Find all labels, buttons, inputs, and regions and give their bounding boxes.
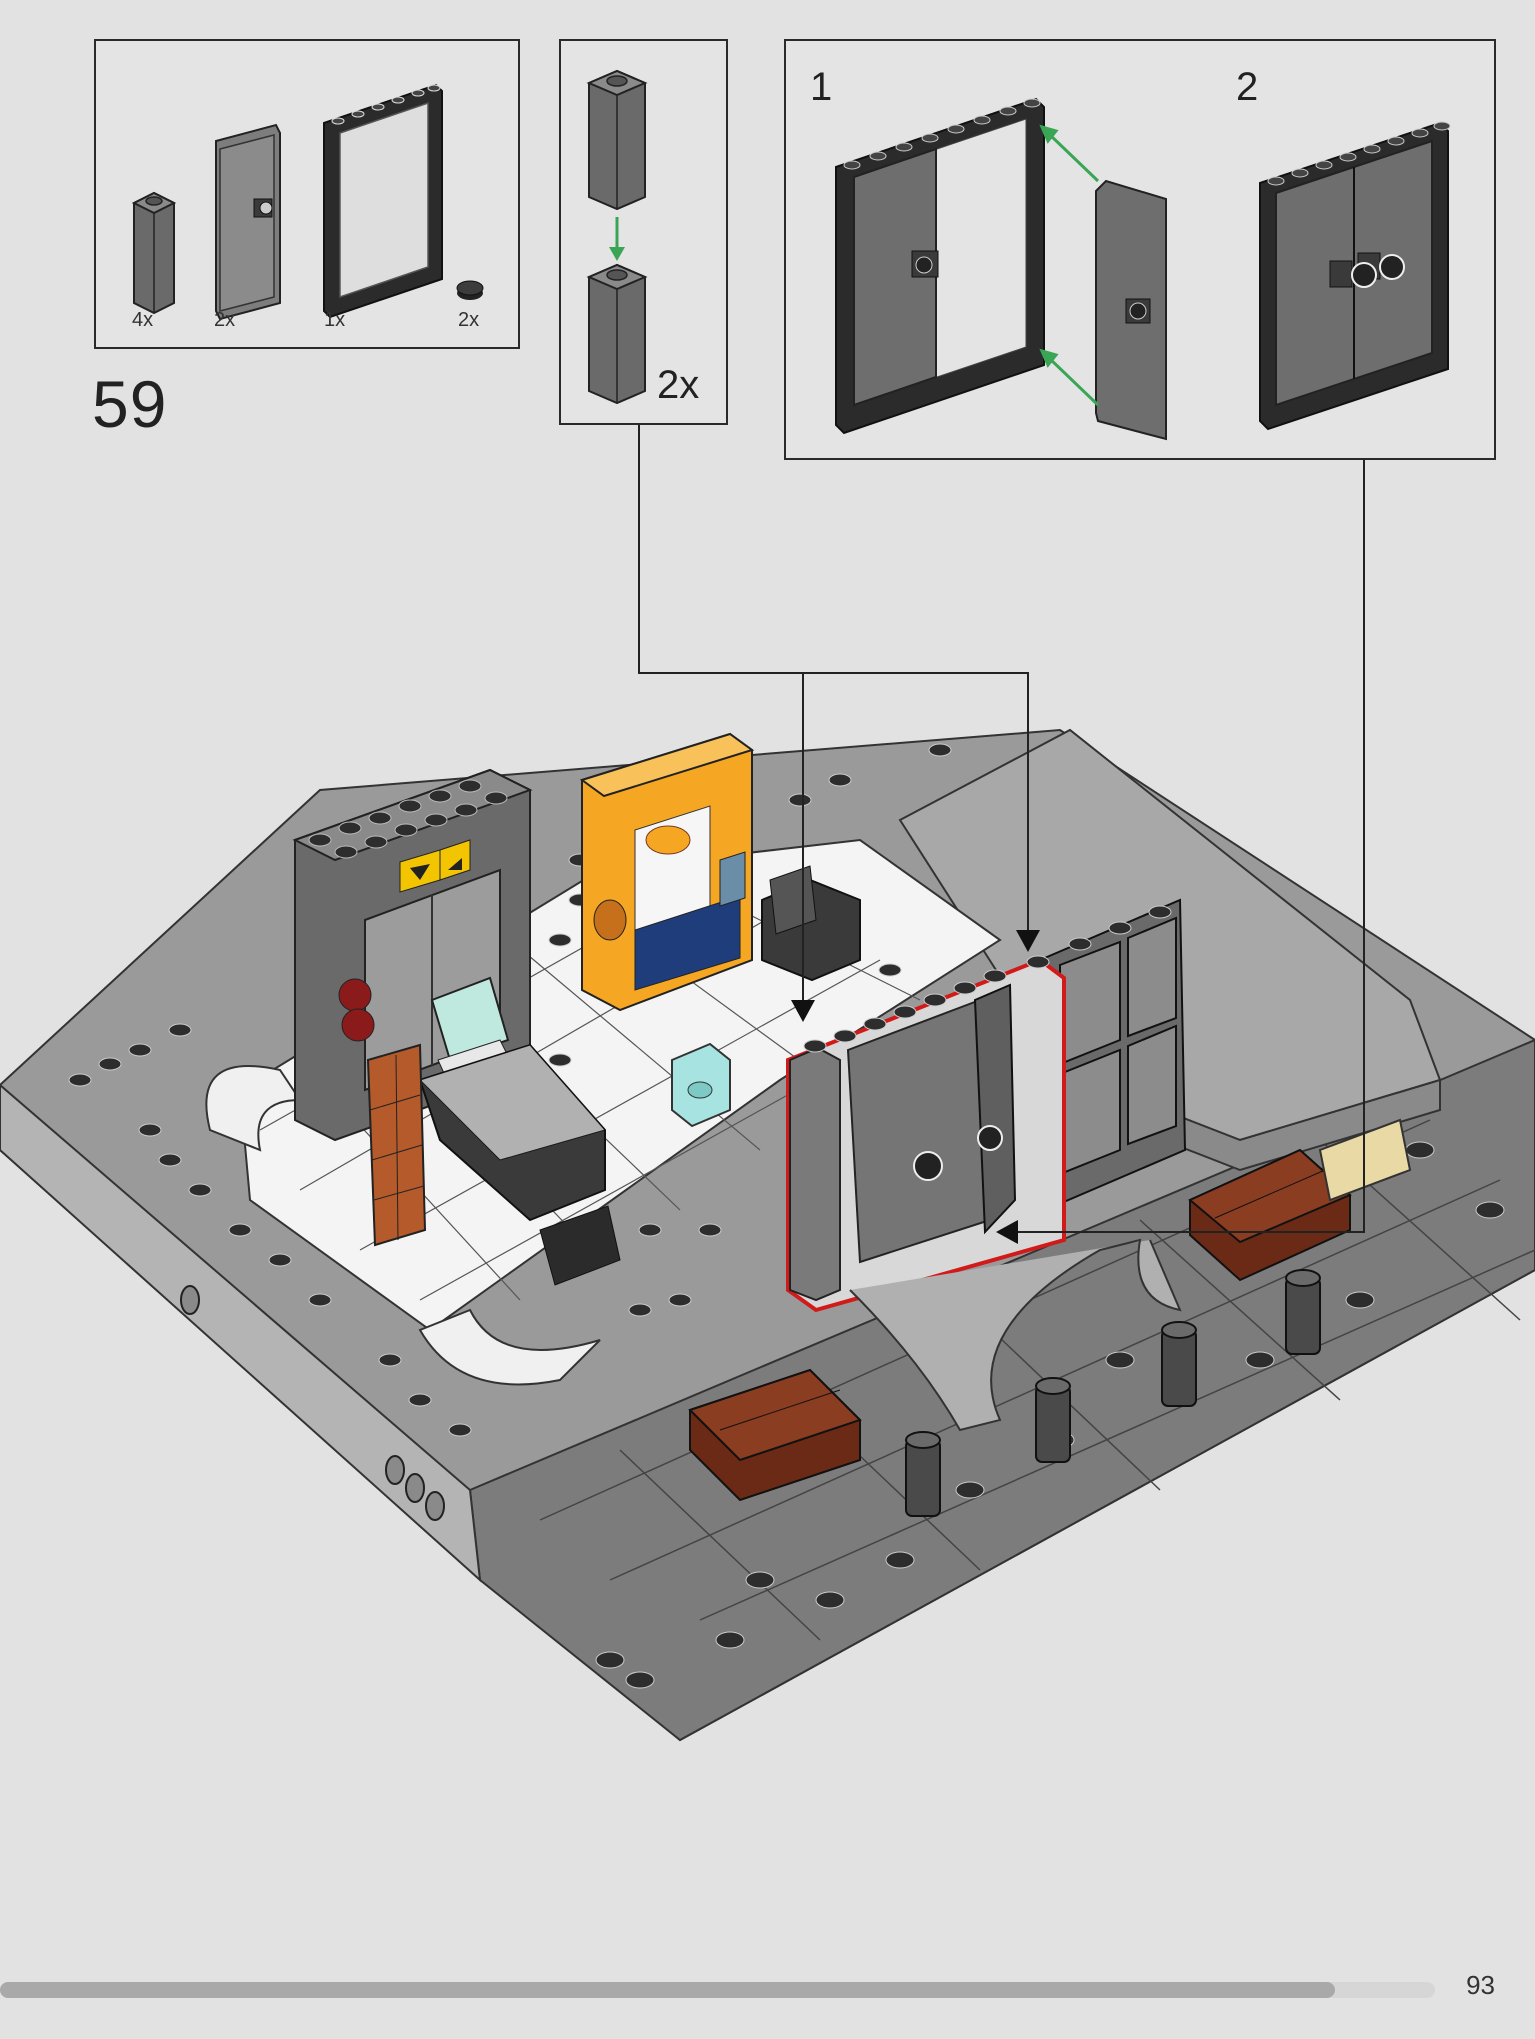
round-tile-1x1-black-icon — [456, 280, 484, 300]
door-panel-trans-black-icon — [215, 123, 281, 321]
parts-list-drawing — [131, 83, 484, 321]
upper-brick — [586, 69, 648, 211]
progress-bar-fill — [0, 1982, 1335, 1998]
sub-assembly-multiplier: 2x — [657, 363, 700, 407]
sub-assembly-bricks-box: 2x — [559, 39, 728, 425]
dark-chair — [761, 865, 861, 982]
bench-right — [1188, 1148, 1352, 1282]
window-block — [1038, 898, 1187, 1212]
arch-support — [849, 1238, 1182, 1432]
step-number: 59 — [92, 367, 168, 441]
callout-arrowheads — [791, 930, 1040, 1244]
substep-1-frame — [835, 97, 1045, 435]
substep-1-label: 1 — [810, 65, 833, 109]
lower-brick — [586, 263, 648, 405]
brick-1x1x3-dark-gray-icon — [131, 191, 177, 315]
substep-2-label: 2 — [1236, 65, 1259, 109]
substep-2-frame — [1259, 121, 1451, 431]
door-assembly-drawing — [835, 97, 1451, 441]
main-door-assembly — [786, 905, 1172, 1313]
parts-list-box: 4x 2x 1x 2x — [94, 39, 520, 349]
part-qty-brick: 4x — [132, 309, 154, 331]
substep-1-green-arrows — [1039, 124, 1100, 407]
reception-desk — [418, 1043, 621, 1286]
rust-column — [366, 1043, 427, 1247]
green-arrow-down — [609, 217, 625, 261]
door-frame-1x6x6-black-icon — [323, 83, 443, 319]
trans-blue-cube — [671, 1042, 731, 1128]
bench-front — [688, 1368, 862, 1502]
substep-1-loose-door — [1095, 179, 1167, 441]
callout-lines — [638, 425, 1365, 1233]
brick-stack-drawing — [586, 69, 648, 405]
part-qty-round-tile: 2x — [458, 309, 480, 331]
base-technic-holes — [180, 1285, 445, 1521]
page-number: 93 — [1466, 1970, 1495, 2000]
part-qty-door-frame: 1x — [324, 309, 346, 331]
sub-assembly-door-box: 1 2 — [784, 39, 1496, 460]
vending-machine — [579, 732, 755, 1012]
bollards — [905, 1269, 1321, 1517]
part-qty-door-panel: 2x — [214, 309, 236, 331]
progress-bar-track — [0, 1982, 1435, 1998]
